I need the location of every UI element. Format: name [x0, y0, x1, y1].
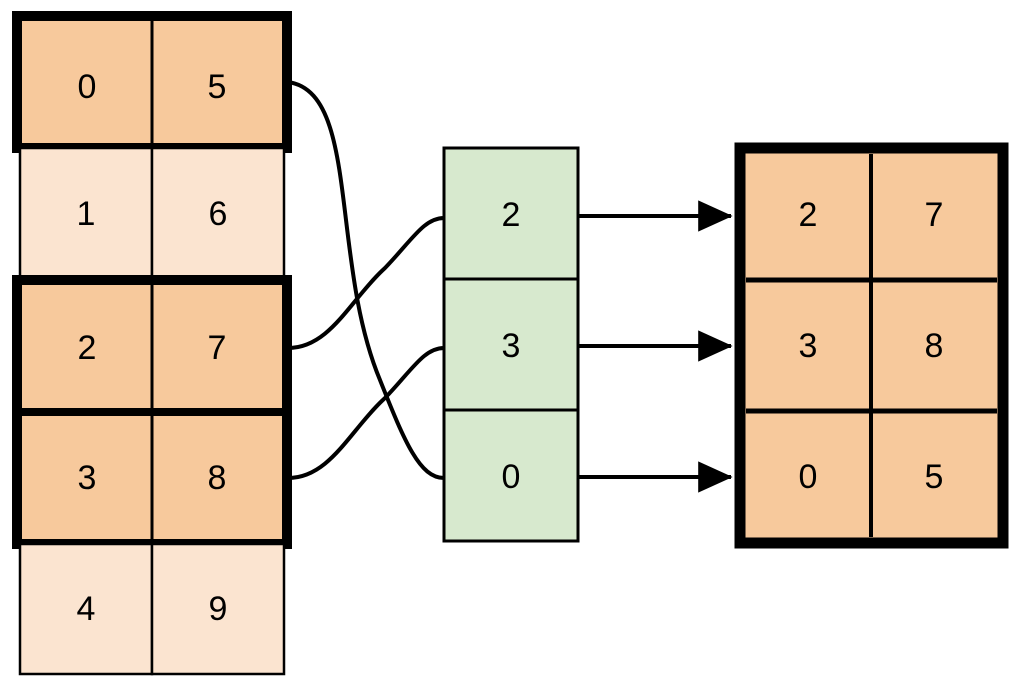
source-rows-2-3-block: [12, 275, 292, 549]
link-source-row-2-to-index-row-0: [286, 216, 446, 350]
source-row-0[interactable]: 0 5: [12, 11, 292, 153]
result-table: 2 7 3 8 0 5: [734, 142, 1009, 549]
index-row-0[interactable]: 2: [442, 146, 580, 281]
index-row-2[interactable]: 0: [442, 408, 580, 543]
index-column: 2 3 0: [442, 146, 580, 543]
result-arrows: [579, 200, 733, 493]
source-table: 0 5 1 6 2 7 3 8 4 9: [12, 11, 292, 676]
link-curves: [286, 80, 446, 480]
source-row-1[interactable]: 1 6: [18, 146, 286, 282]
link-source-row-3-to-index-row-1: [286, 346, 446, 480]
source-row-4[interactable]: 4 9: [18, 542, 286, 676]
index-row-1[interactable]: 3: [442, 277, 580, 412]
link-source-row-0-to-index-row-2: [286, 80, 446, 480]
